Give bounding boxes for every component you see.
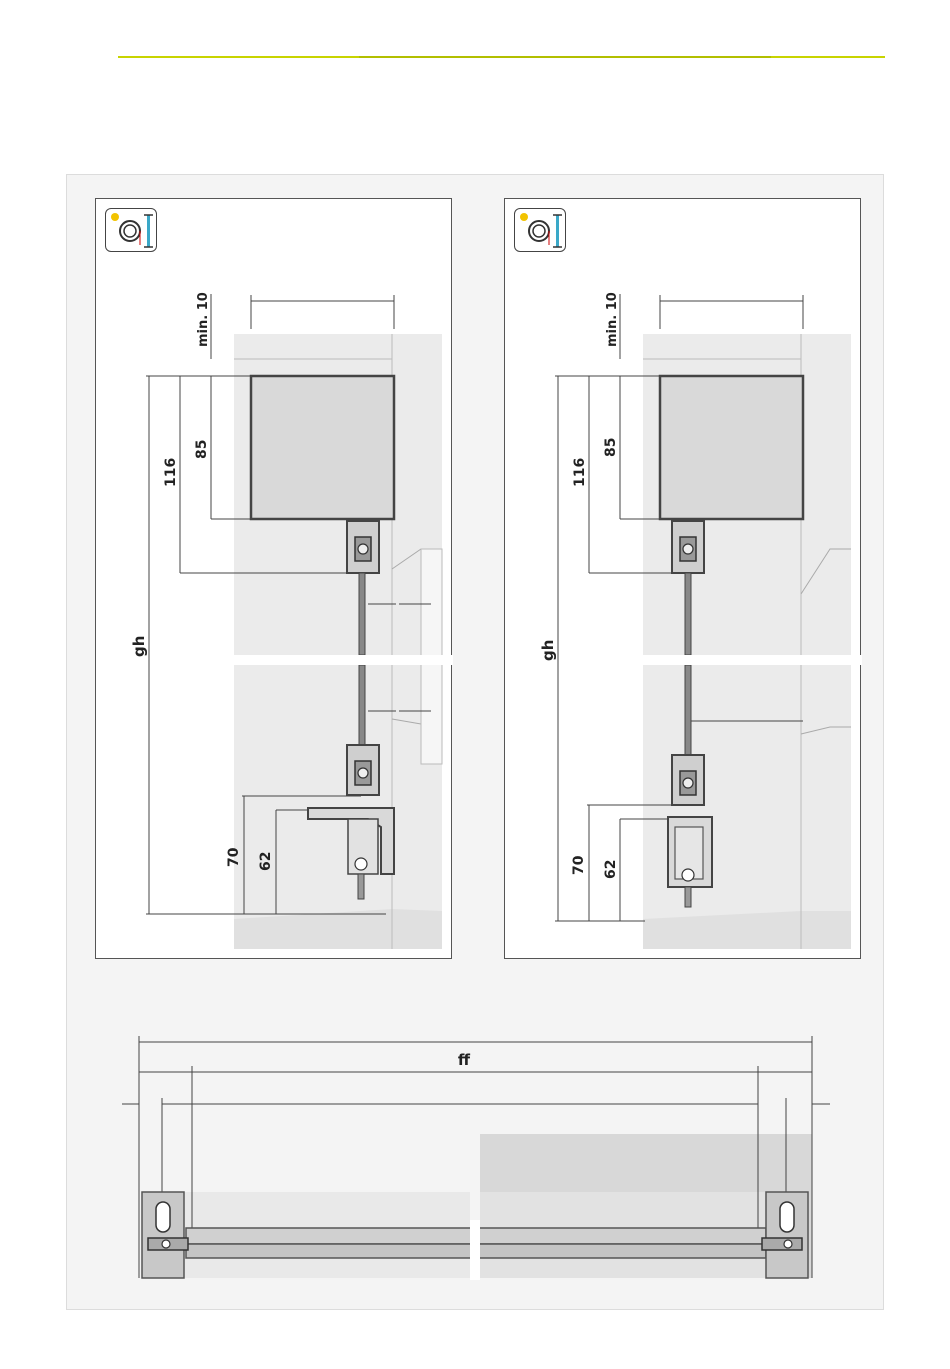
- header-rule-accent: [359, 56, 771, 58]
- break-gap: [505, 655, 862, 665]
- dim-62: 62: [258, 852, 274, 871]
- right-end-bracket: [762, 1192, 808, 1278]
- plan-view-svg: ff: [66, 1020, 846, 1290]
- dim-min-10: min. 10: [605, 292, 620, 347]
- dim-116: 116: [163, 458, 179, 487]
- dim-gh: gh: [539, 640, 557, 661]
- right-section-svg: min. 10 85 116 gh 70 62: [505, 199, 862, 960]
- left-end-bracket: [142, 1192, 188, 1278]
- left-side-section-drawing: min. 10 85 116 gh 70 62: [95, 198, 452, 959]
- break-gap: [96, 655, 453, 665]
- upper-bracket: [672, 521, 704, 573]
- cassette-box: [660, 376, 803, 519]
- sun-shade-window-icon: [105, 208, 157, 252]
- header-rule: [118, 56, 885, 58]
- dim-85: 85: [194, 440, 210, 459]
- dim-gh: gh: [130, 636, 148, 657]
- sun-shade-window-icon: [514, 208, 566, 252]
- dim-min-10: min. 10: [196, 292, 211, 347]
- upper-bracket: [347, 521, 379, 573]
- dim-ff: ff: [458, 1051, 471, 1069]
- cassette-box: [251, 376, 394, 519]
- dim-85: 85: [603, 438, 619, 457]
- left-section-svg: min. 10 85 116 gh 70 62: [96, 199, 453, 960]
- dim-62: 62: [603, 860, 619, 879]
- plan-view-drawing: ff: [66, 1020, 846, 1294]
- dim-116: 116: [572, 458, 588, 487]
- dim-70: 70: [571, 855, 587, 875]
- dim-70: 70: [226, 847, 242, 867]
- right-side-section-drawing: min. 10 85 116 gh 70 62: [504, 198, 861, 959]
